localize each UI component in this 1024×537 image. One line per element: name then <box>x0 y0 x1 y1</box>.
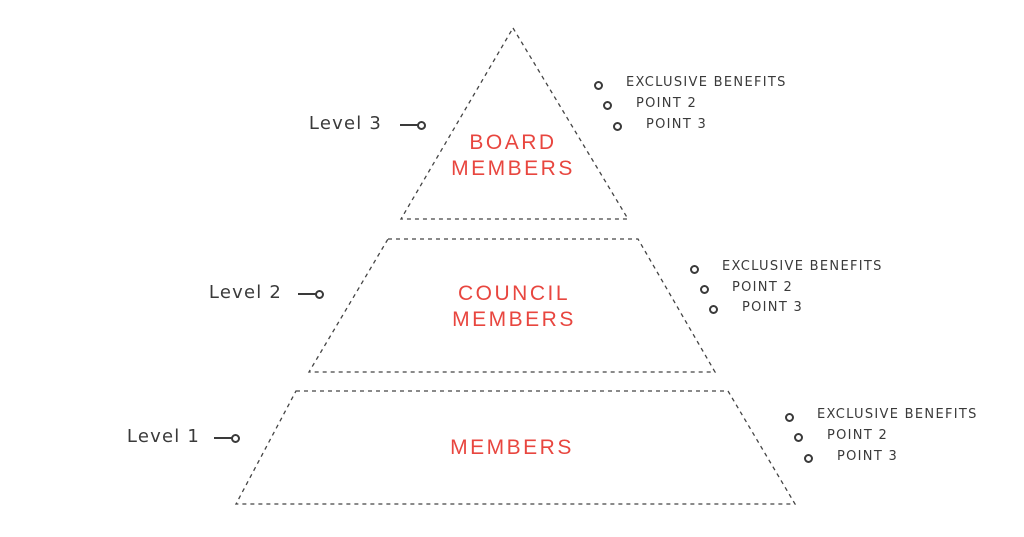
tier-2-point-3: POINT 3 <box>742 300 804 315</box>
tier-3-bullet-3 <box>613 122 622 131</box>
level-1-connector <box>214 434 240 443</box>
tier-1-point-1: EXCLUSIVE BENEFITS <box>817 407 978 422</box>
tier-2-bullet-2 <box>700 285 709 294</box>
tier-1-point-3: POINT 3 <box>837 449 899 464</box>
tier-2-bullet-1 <box>690 265 699 274</box>
tier-3-point-2: POINT 2 <box>636 96 698 111</box>
tier-2-name: COUNCIL MEMBERS <box>384 281 644 333</box>
tier-2-bullet-3 <box>709 305 718 314</box>
level-3-label: Level 3 <box>308 113 382 134</box>
tier-3-point-1: EXCLUSIVE BENEFITS <box>626 75 787 90</box>
tier-1-point-2: POINT 2 <box>827 428 889 443</box>
tier-3-shape <box>399 26 630 220</box>
tier-2-name-line-1: COUNCIL <box>457 282 570 305</box>
tier-3-point-3: POINT 3 <box>646 117 708 132</box>
tier-2-shape <box>307 238 717 373</box>
tier-1-bullet-3 <box>804 454 813 463</box>
tier-3-name: BOARD MEMBERS <box>383 130 643 182</box>
tier-2-point-2: POINT 2 <box>732 280 794 295</box>
tier-2-point-1: EXCLUSIVE BENEFITS <box>722 259 883 274</box>
tier-3-bullet-2 <box>603 101 612 110</box>
tier-3-bullet-1 <box>594 81 603 90</box>
level-3-connector <box>400 121 426 130</box>
level-1-label: Level 1 <box>126 426 200 447</box>
tier-1-bullet-2 <box>794 433 803 442</box>
tier-1-name: MEMBERS <box>382 435 642 461</box>
tier-2-name-line-2: MEMBERS <box>452 308 576 331</box>
tier-3-name-line-2: MEMBERS <box>451 157 575 180</box>
tier-1-shape <box>234 390 797 505</box>
level-2-label: Level 2 <box>208 282 282 303</box>
tier-1-name-line-1: MEMBERS <box>450 436 574 459</box>
level-2-connector <box>298 290 324 299</box>
tier-1-bullet-1 <box>785 413 794 422</box>
tier-3-name-line-1: BOARD <box>469 131 557 154</box>
